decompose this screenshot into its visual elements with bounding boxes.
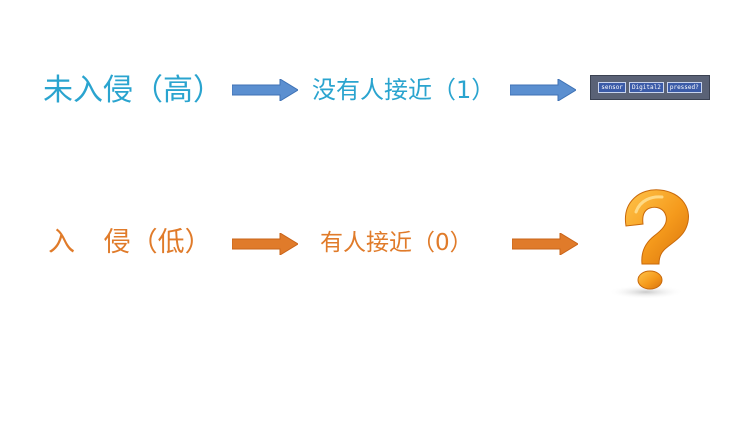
row2-condition-label: 有人接近（0） xyxy=(320,230,473,256)
row2-arrow-2 xyxy=(512,233,578,255)
question-mark-icon xyxy=(596,182,706,302)
block-pressed-text: pressed? xyxy=(666,82,702,93)
row1-arrow-2 xyxy=(510,79,576,101)
block-sensor-text: sensor xyxy=(598,82,626,93)
sensor-pressed-block: sensor Digital2 pressed? xyxy=(590,75,710,100)
row1-state-label: 未入侵（高） xyxy=(43,73,223,108)
row1-arrow-1 xyxy=(232,79,298,101)
block-digital-text: Digital2 xyxy=(628,82,664,93)
row2-state-label: 入 侵（低） xyxy=(48,227,212,258)
row2-arrow-1 xyxy=(232,233,298,255)
row1-condition-label: 没有人接近（1） xyxy=(312,76,496,104)
